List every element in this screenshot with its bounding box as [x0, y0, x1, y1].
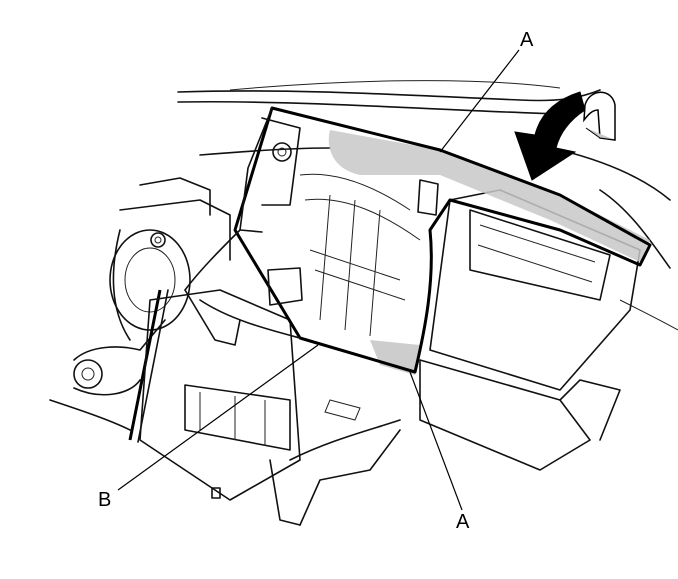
leader-lines: [117, 49, 520, 511]
lower-unit-body: [139, 289, 401, 526]
callout-a-top: A: [520, 29, 534, 51]
push-direction-arrow-icon: [514, 91, 616, 181]
mounting-bracket: [49, 289, 169, 443]
callout-a-bottom: A: [456, 511, 470, 533]
blower-motor-housing: [109, 177, 231, 341]
seal-highlight-areas: [328, 130, 650, 375]
leader-a-top: [439, 49, 520, 153]
callout-b: B: [98, 489, 112, 511]
leader-b: [117, 344, 319, 491]
leader-a-bottom: [409, 371, 463, 511]
heater-cover-b: [184, 106, 652, 374]
